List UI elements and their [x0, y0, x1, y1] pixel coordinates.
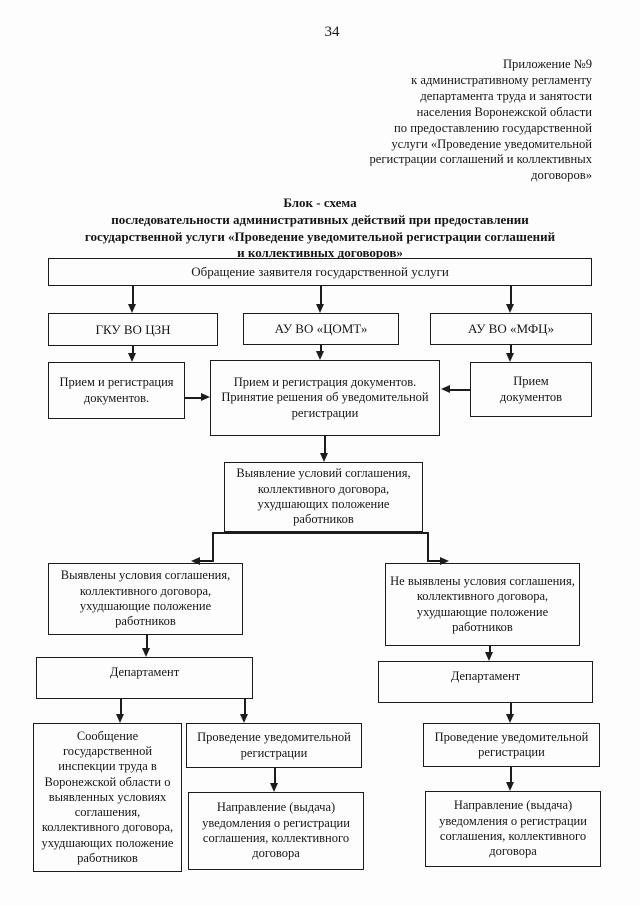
arrowhead-down [116, 714, 124, 723]
appendix-header-line: департамента труда и занятости [420, 88, 592, 103]
connector-dep-to-soobshchenie [120, 699, 122, 714]
appendix-header: Приложение №9 к административному реглам… [230, 57, 592, 184]
flow-box-soobshchenie-label: Сообщение государственной инспекции труд… [41, 729, 174, 865]
flow-box-provedenie-right-label: Проведение уведомительной регистрации [434, 729, 589, 759]
flow-box-departament-left-label: Департамент [109, 665, 180, 679]
flow-box-departament-right-label: Департамент [450, 669, 521, 683]
flow-box-priem-reg-reshenie-label: Прием и регистрация документов. Принятие… [221, 374, 429, 420]
arrowhead-right [201, 393, 210, 401]
flowchart-title-line: Блок - схема [283, 195, 357, 210]
appendix-header-line: населения Воронежской области [416, 104, 592, 119]
flow-box-vyyavleny-label: Выявлены условия соглашения, коллективно… [60, 568, 231, 629]
flowchart-title-line: государственной услуги «Проведение уведо… [84, 228, 556, 244]
appendix-header-line: регистрации соглашений и коллективных [369, 152, 592, 167]
arrowhead-right [440, 557, 449, 565]
appendix-header-line: к административному регламенту [411, 72, 592, 87]
flow-box-napravlenie-left: Направление (выдача) уведомления о регис… [188, 792, 364, 870]
flow-box-napravlenie-left-label: Направление (выдача) уведомления о регис… [202, 800, 350, 861]
connector-gku-to-priem [132, 346, 134, 353]
connector-branch-right-vertical [427, 532, 429, 562]
flow-box-priem-dok: Прием документов [470, 362, 592, 417]
flow-box-gku-label: ГКУ ВО ЦЗН [95, 321, 171, 337]
connector-dep-to-provedenie-left [244, 699, 246, 714]
flow-box-vyyavlenie-label: Выявление условий соглашения, коллективн… [236, 466, 411, 527]
flow-box-departament-right: Департамент [378, 661, 593, 703]
appendix-header-line: по предоставлению государственной [394, 120, 592, 135]
flow-box-soobshchenie: Сообщение государственной инспекции труд… [33, 723, 182, 872]
arrowhead-down [128, 304, 136, 313]
connector-provedenie-to-napravlenie-left [274, 768, 276, 783]
arrowhead-down [320, 453, 328, 462]
arrowhead-left [441, 385, 450, 393]
connector-provedenie-to-napravlenie-right [510, 767, 512, 782]
flow-box-priem-reg-label: Прием и регистрация документов. [59, 375, 174, 405]
flowchart-title-line: и коллективных договоров» [237, 245, 403, 261]
flow-box-provedenie-right: Проведение уведомительной регистрации [423, 723, 600, 767]
connector-top-to-mfc [510, 286, 512, 304]
flow-box-provedenie-left: Проведение уведомительной регистрации [186, 723, 362, 768]
flow-box-comt-label: АУ ВО «ЦОМТ» [274, 321, 368, 337]
connector-dep-to-provedenie-right [510, 703, 512, 714]
appendix-header-line: Приложение №9 [502, 57, 592, 71]
arrowhead-down [506, 353, 514, 362]
flowchart-title: Блок - схема последовательности админист… [48, 195, 592, 262]
connector-branch-left-jog [199, 560, 213, 562]
flowchart-title-line: последовательности административных дейс… [111, 211, 529, 227]
appendix-header-line: услуги «Проведение уведомительной [391, 136, 592, 151]
flow-box-departament-left: Департамент [36, 657, 253, 699]
flow-box-napravlenie-right-label: Направление (выдача) уведомления о регис… [439, 798, 587, 859]
flow-box-priem-reg: Прием и регистрация документов. [48, 362, 185, 419]
flow-box-vyyavleny: Выявлены условия соглашения, коллективно… [48, 563, 243, 635]
flow-box-obrashchenie: Обращение заявителя государственной услу… [48, 258, 592, 286]
flow-box-obrashchenie-label: Обращение заявителя государственной услу… [191, 264, 449, 280]
connector-comt-to-center [320, 345, 322, 351]
connector-top-to-comt [320, 286, 322, 304]
arrowhead-down [240, 714, 248, 723]
connector-branch-left-vertical [212, 532, 214, 562]
connector-branch-horizontal [212, 532, 428, 534]
arrowhead-down [270, 783, 278, 792]
arrowhead-down [485, 652, 493, 661]
connector-center-to-vyyavlenie [324, 436, 326, 453]
arrowhead-down [506, 714, 514, 723]
arrowhead-down [316, 351, 324, 360]
flow-box-gku: ГКУ ВО ЦЗН [48, 313, 218, 346]
connector-mfc-to-priemdok [510, 345, 512, 353]
flow-box-napravlenie-right: Направление (выдача) уведомления о регис… [425, 791, 601, 867]
flow-box-vyyavlenie: Выявление условий соглашения, коллективн… [224, 462, 423, 532]
connector-top-to-gku [132, 286, 134, 304]
connector-branch-right-jog [427, 560, 441, 562]
arrowhead-down [128, 353, 136, 362]
arrowhead-left [191, 557, 200, 565]
flow-box-priem-dok-label: Прием документов [499, 374, 563, 404]
arrowhead-down [506, 782, 514, 791]
flow-box-priem-reg-reshenie: Прием и регистрация документов. Принятие… [210, 360, 440, 436]
flow-box-provedenie-left-label: Проведение уведомительной регистрации [197, 730, 351, 760]
arrowhead-down [316, 304, 324, 313]
arrowhead-down [506, 304, 514, 313]
page-number: 34 [324, 24, 340, 40]
flow-box-mfc-label: АУ ВО «МФЦ» [467, 321, 555, 337]
flow-box-ne-vyyavleny-label: Не выявлены условия соглашения, коллекти… [390, 573, 575, 634]
connector-nevyyavleny-to-dep [489, 646, 491, 652]
flow-box-mfc: АУ ВО «МФЦ» [430, 313, 592, 345]
flow-box-ne-vyyavleny: Не выявлены условия соглашения, коллекти… [385, 563, 580, 646]
appendix-header-line: договоров» [531, 168, 592, 183]
connector-priemdok-to-center [450, 389, 470, 391]
flow-box-comt: АУ ВО «ЦОМТ» [243, 313, 399, 345]
connector-priem-to-center [185, 397, 202, 399]
arrowhead-down [142, 648, 150, 657]
connector-vyyavleny-to-dep [146, 635, 148, 648]
